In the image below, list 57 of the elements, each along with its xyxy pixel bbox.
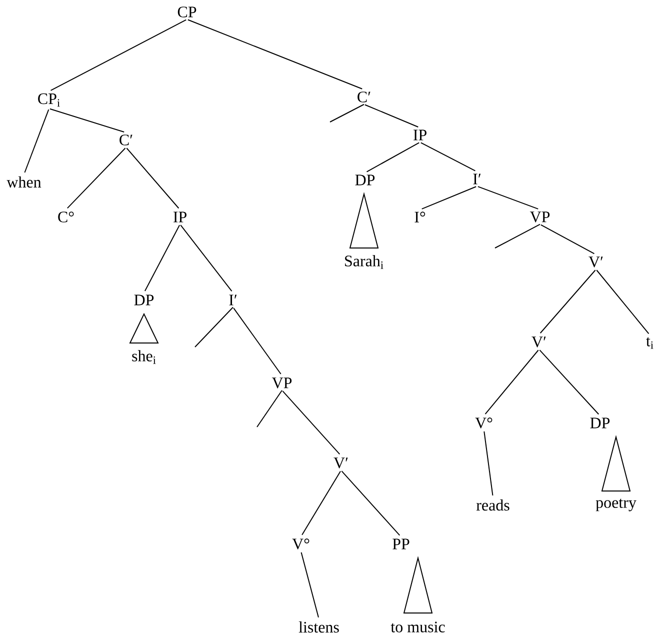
branch-line	[477, 186, 539, 210]
category-label: DP	[355, 174, 375, 186]
branch-line	[180, 224, 232, 292]
category-label: VP	[272, 378, 292, 388]
category-label: V°	[292, 538, 310, 550]
word: to music	[390, 622, 445, 632]
branch-line	[366, 142, 420, 172]
branch-line	[66, 148, 126, 209]
branch-line	[596, 270, 650, 334]
branch-line	[341, 470, 400, 536]
category-label: V°	[475, 418, 492, 428]
category-label: C′	[358, 92, 370, 102]
category-label: C°	[58, 212, 74, 222]
category-label: V′	[588, 256, 603, 268]
branch-line	[539, 350, 600, 415]
branch-line	[300, 552, 319, 618]
branch-line	[24, 109, 50, 173]
category-label: PP	[392, 538, 410, 550]
branch-line	[144, 224, 180, 292]
category-label: IP	[173, 212, 186, 222]
word: reads	[476, 499, 510, 511]
category-label: V′	[334, 458, 348, 468]
word: Sarah$_{i}$	[345, 255, 384, 269]
branch-line	[126, 148, 180, 209]
category-label: CP	[178, 6, 196, 18]
branch-line	[484, 430, 494, 496]
branch-line	[233, 308, 282, 374]
branch-line	[540, 224, 595, 254]
branch-line	[540, 270, 596, 334]
branch-line	[256, 390, 282, 428]
category-label: IP	[413, 130, 426, 140]
word: listens	[298, 621, 339, 633]
branch-line	[494, 224, 540, 248]
category-label: VP	[530, 212, 550, 222]
category-label: CP$_{i}$	[38, 93, 60, 107]
category-label: I′	[473, 174, 481, 184]
category-label: I′	[229, 294, 237, 306]
branch-line	[364, 104, 419, 128]
category-label: DP	[134, 294, 154, 306]
category-label: C′	[120, 134, 132, 146]
word: poetry	[596, 498, 636, 512]
branch-line	[420, 142, 476, 172]
category-label: DP	[590, 418, 610, 428]
category-label: I°	[414, 212, 426, 222]
branch-line	[49, 108, 125, 133]
branch-line	[302, 470, 341, 536]
word: t$_{i}$	[646, 337, 654, 349]
branch-line	[484, 350, 539, 415]
branch-line	[282, 390, 340, 455]
branch-line	[50, 19, 187, 91]
word: when	[6, 176, 42, 188]
branch-line	[421, 186, 477, 210]
branch-line	[330, 104, 364, 122]
branch-line	[194, 306, 234, 348]
word: she$_{i}$	[132, 350, 156, 364]
branch-line	[187, 19, 363, 90]
category-label: V′	[532, 336, 546, 348]
